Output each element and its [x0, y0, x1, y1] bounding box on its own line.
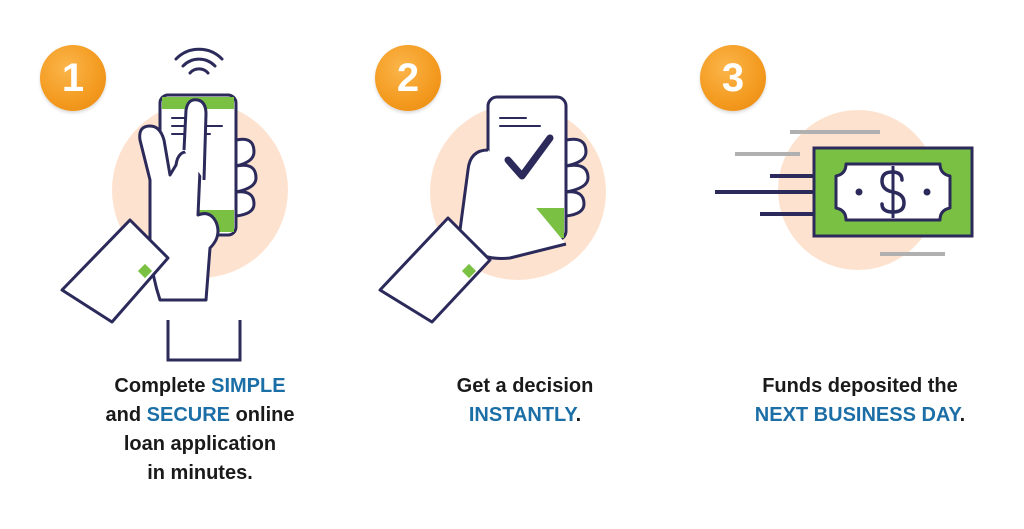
- phone-checkmark-icon: [378, 95, 606, 324]
- step-2: 2 Get a decision INSTANTLY.: [340, 0, 680, 529]
- step-2-number-badge: 2: [375, 45, 441, 111]
- flying-dollar-bill-icon: [715, 110, 974, 270]
- simple-highlight: SIMPLE: [211, 375, 286, 397]
- step-3-number-badge: 3: [700, 45, 766, 111]
- step-2-caption: Get a decision INSTANTLY.: [456, 375, 594, 426]
- step-3-caption: Funds deposited the NEXT BUSINESS DAY.: [754, 375, 966, 426]
- secure-highlight: SECURE: [146, 404, 231, 426]
- step-1: 1 Complete SIMPLE: [0, 0, 340, 529]
- step-1-number-badge: 1: [40, 45, 106, 111]
- next-business-day-highlight: NEXT BUSINESS DAY: [754, 404, 960, 426]
- step-1-caption: Complete SIMPLE and SECURE online loan a…: [105, 375, 295, 484]
- step-3: 3 Funds deposited the NEXT BUSINESS DAY.: [680, 0, 1024, 529]
- instantly-highlight: INSTANTLY: [468, 404, 576, 426]
- hand-tapping-phone-icon: [60, 47, 288, 362]
